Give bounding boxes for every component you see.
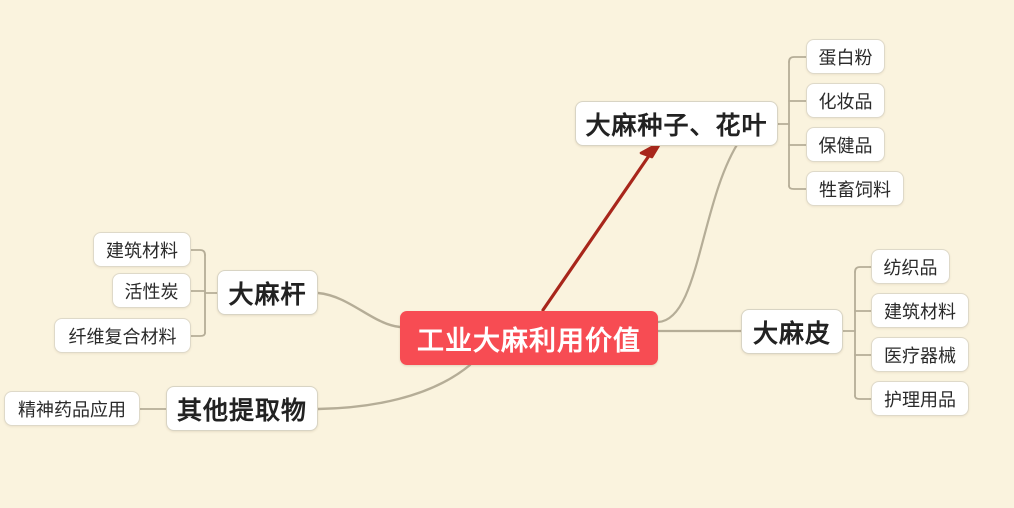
leaf-node-label: 建筑材料 [106,240,178,262]
leaf-node-fiber-composite[interactable]: 纤维复合材料 [54,318,191,353]
leaf-node-label: 蛋白粉 [818,47,873,69]
branch-node-extracts-label: 其他提取物 [176,395,307,425]
root-node[interactable]: 工业大麻利用价值 [400,311,658,365]
branch-node-seeds-label: 大麻种子、花叶 [585,110,768,140]
leaf-node-building-materials-stalk[interactable]: 建筑材料 [93,232,191,267]
bracket-stalk-children [190,249,218,337]
leaf-node-label: 纺织品 [883,257,938,279]
leaf-node-care-products[interactable]: 护理用品 [871,381,969,416]
leaf-node-cosmetics[interactable]: 化妆品 [806,83,885,118]
leaf-node-building-materials-bark[interactable]: 建筑材料 [871,293,969,328]
leaf-node-label: 保健品 [818,135,873,157]
leaf-node-psychoactive-drug-use[interactable]: 精神药品应用 [4,391,140,426]
leaf-node-label: 建筑材料 [884,301,956,323]
leaf-node-label: 护理用品 [884,389,956,411]
bracket-seeds-children [777,56,807,190]
edge-root-to-seeds [656,122,780,324]
leaf-node-health-products[interactable]: 保健品 [806,127,885,162]
edge-root-to-stalk [316,291,402,329]
branch-node-bark[interactable]: 大麻皮 [741,309,843,354]
highlight-arrow-icon [541,140,663,312]
edge-root-to-extracts [316,363,472,411]
leaf-node-textiles[interactable]: 纺织品 [871,249,950,284]
branch-node-bark-label: 大麻皮 [752,318,831,348]
leaf-node-activated-carbon[interactable]: 活性炭 [112,273,191,308]
branch-node-extracts[interactable]: 其他提取物 [166,386,318,431]
leaf-node-label: 化妆品 [818,91,873,113]
leaf-node-label: 精神药品应用 [18,399,126,421]
leaf-node-label: 活性炭 [124,281,179,303]
bracket-bark-children [842,266,872,400]
branch-node-stalk[interactable]: 大麻杆 [217,270,318,315]
leaf-node-livestock-feed[interactable]: 牲畜饲料 [806,171,904,206]
root-node-label: 工业大麻利用价值 [417,325,641,357]
branch-node-stalk-label: 大麻杆 [228,279,307,309]
leaf-node-protein-powder[interactable]: 蛋白粉 [806,39,885,74]
leaf-node-label: 牲畜饲料 [819,179,891,201]
leaf-node-label: 医疗器械 [884,345,956,367]
leaf-node-medical-devices[interactable]: 医疗器械 [871,337,969,372]
branch-node-seeds[interactable]: 大麻种子、花叶 [575,101,778,146]
leaf-node-label: 纤维复合材料 [68,326,177,348]
